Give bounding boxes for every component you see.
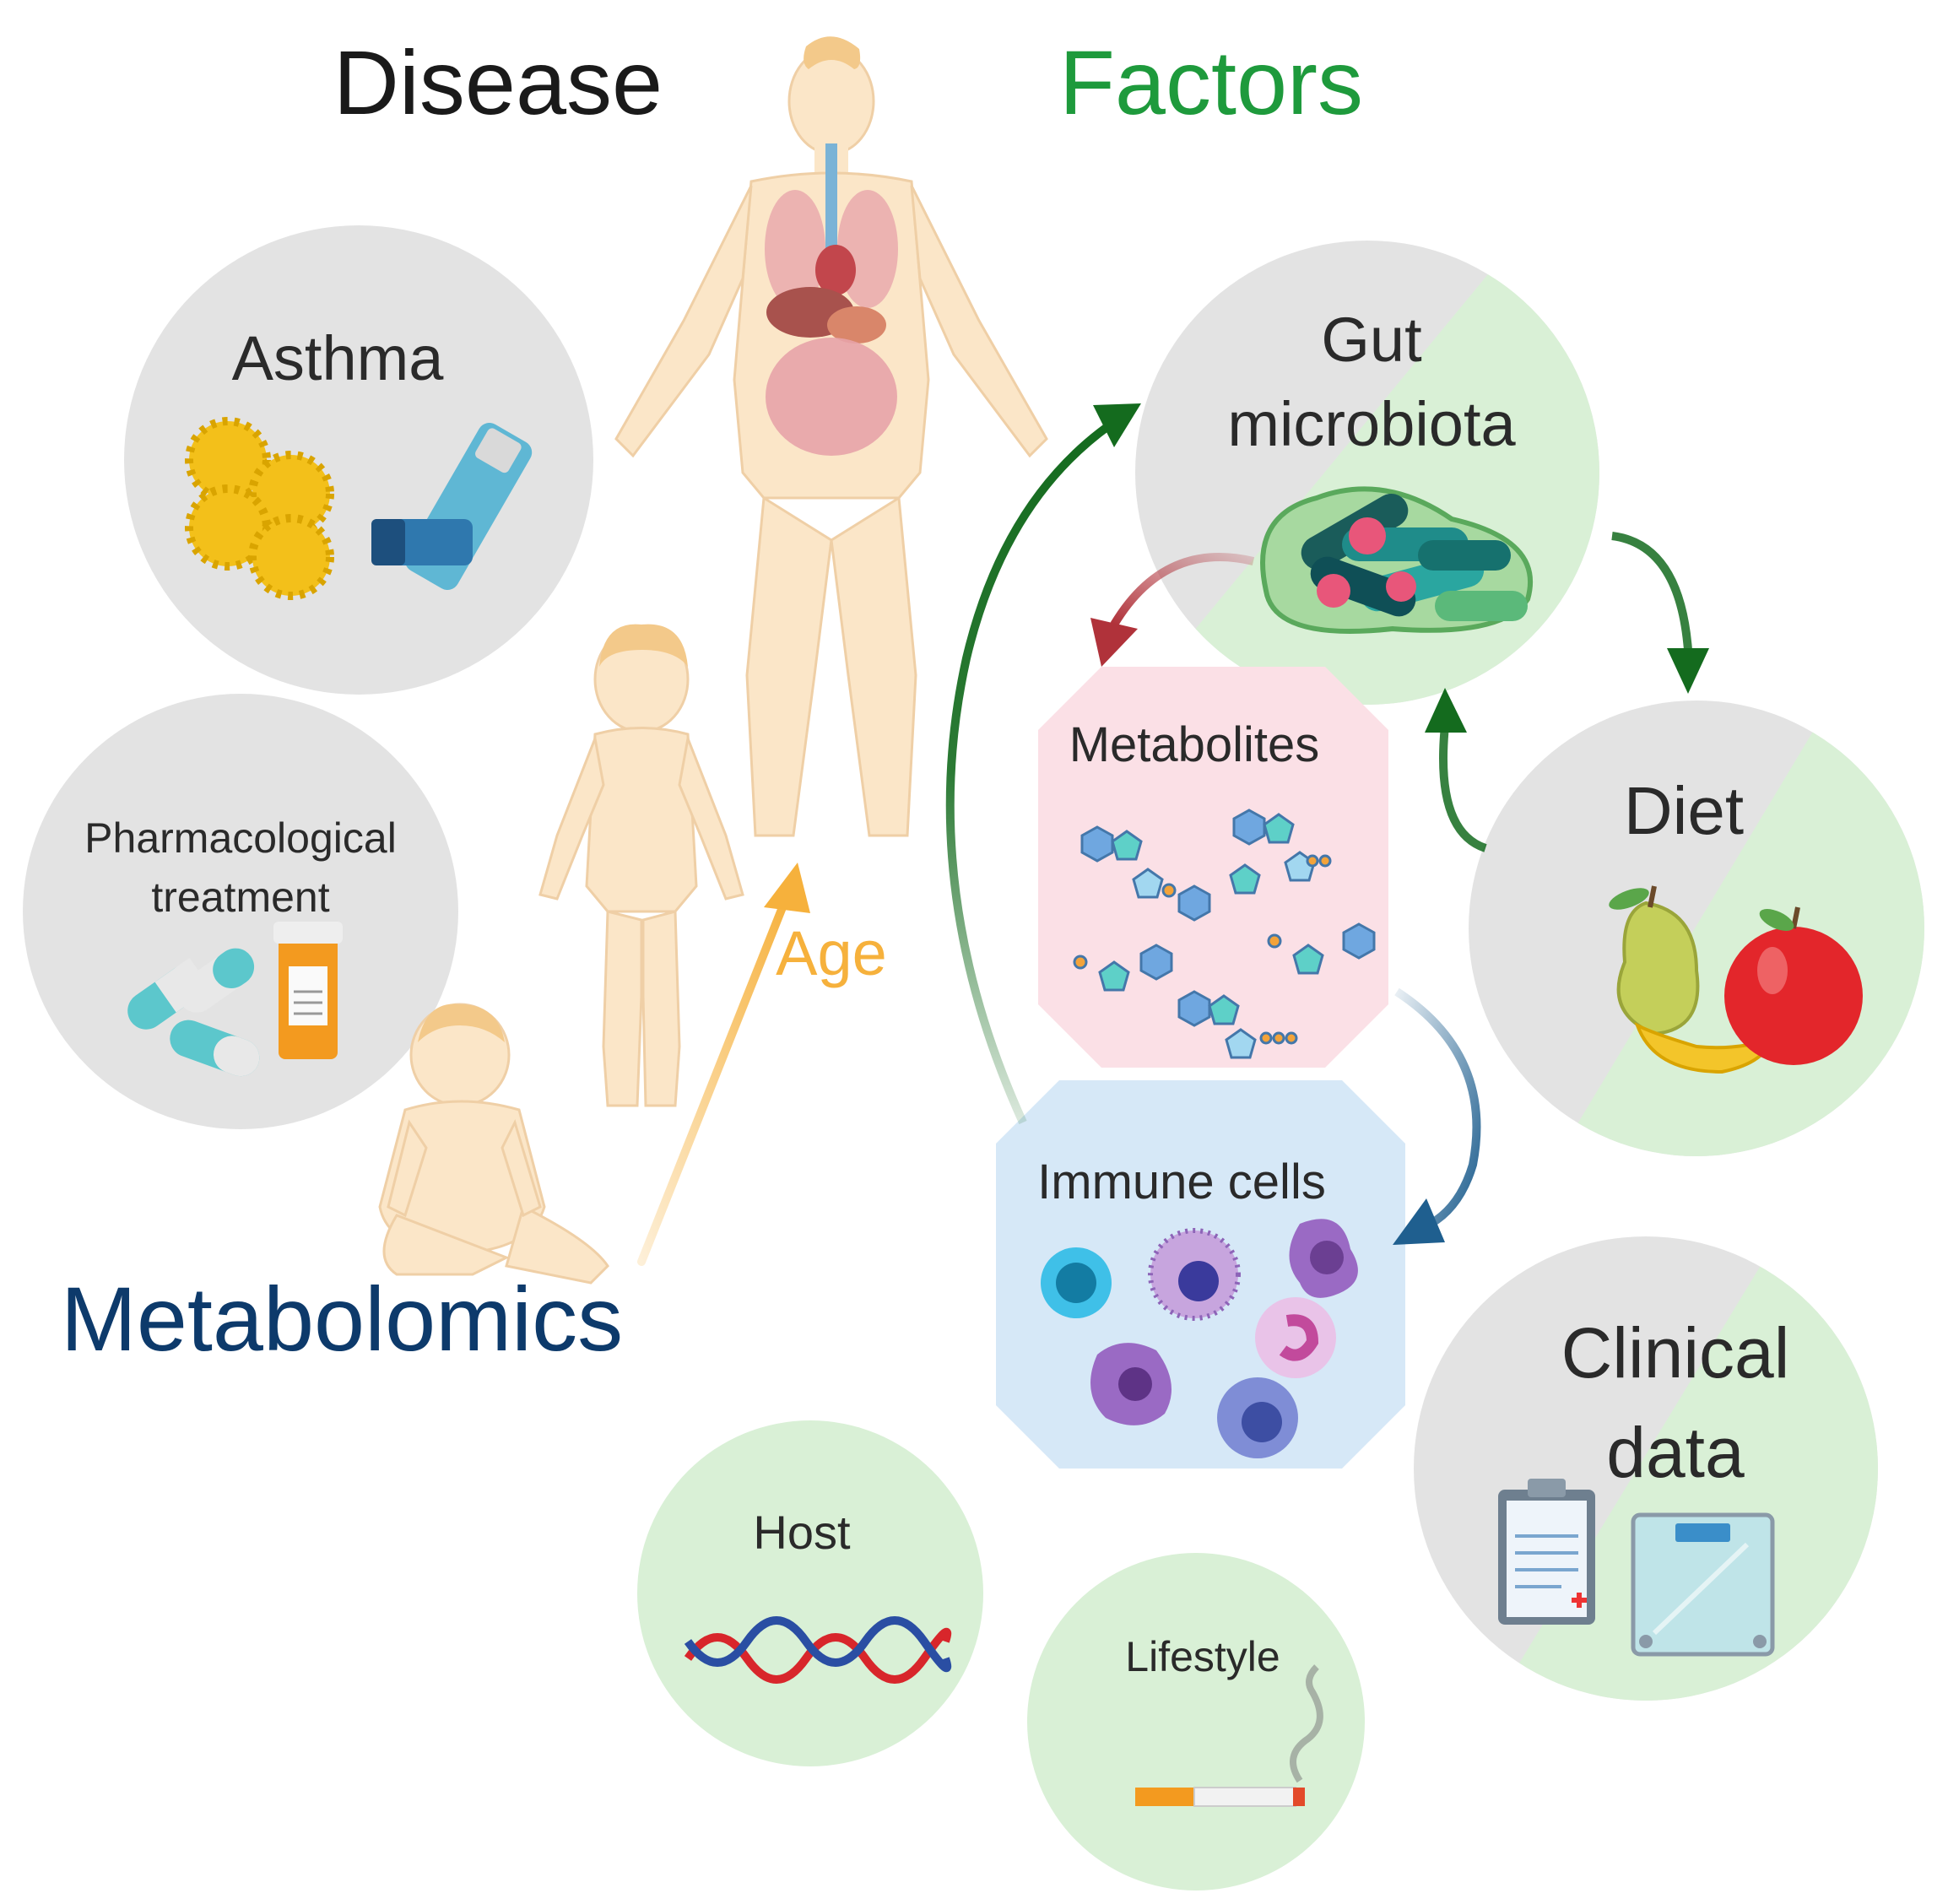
diet-label: Diet — [1624, 773, 1744, 848]
adult-figure — [614, 36, 1048, 837]
clinical-label-line1: Clinical — [1561, 1313, 1790, 1393]
scale-icon — [1631, 1512, 1775, 1657]
host-node: Host — [637, 1420, 983, 1766]
cigarette-icon — [1135, 1664, 1323, 1807]
lifestyle-label: Lifestyle — [1125, 1633, 1280, 1680]
metabolomics-heading: Metabolomics — [61, 1268, 623, 1370]
gut-label-line1: Gut — [1321, 305, 1422, 375]
gut-to-metabolites-arrow — [1090, 553, 1255, 667]
immune-cells-label: Immune cells — [1037, 1155, 1326, 1209]
age-arrow — [637, 863, 810, 1266]
pharmacological-label-line1: Pharmacological — [84, 814, 397, 862]
gut-to-diet-arrow — [1611, 532, 1709, 694]
diet-node: Diet — [1469, 700, 1924, 1156]
immune-cells-node: Immune cells — [996, 1080, 1405, 1469]
pharmacological-label-line2: treatment — [151, 874, 329, 921]
disease-heading: Disease — [333, 31, 663, 133]
gut-microbiota-node: Gut microbiota — [1135, 241, 1599, 705]
asthma-label: Asthma — [232, 323, 445, 393]
inhaler-icon — [371, 423, 533, 590]
immune-to-gut-arrow — [945, 403, 1141, 1125]
bacteria-icon — [1260, 486, 1534, 634]
cells-icon — [1041, 1219, 1358, 1458]
clinical-data-node: Clinical data — [1414, 1236, 1878, 1701]
gut-label-line2: microbiota — [1227, 389, 1516, 459]
dna-icon — [684, 1616, 952, 1684]
factors-heading: Factors — [1059, 31, 1363, 133]
host-label: Host — [753, 1506, 851, 1559]
pollen-icon — [185, 417, 334, 600]
metabolites-to-immune-arrow — [1393, 987, 1481, 1245]
pharmacological-node: Pharmacological treatment — [23, 694, 458, 1129]
fruit-icon — [1609, 885, 1863, 1074]
metabolites-label: Metabolites — [1069, 717, 1320, 772]
age-label: Age — [776, 918, 887, 988]
metabolites-node: Metabolites — [1038, 667, 1388, 1068]
child-figure — [538, 624, 744, 1107]
pill-bottle-icon — [273, 922, 343, 1059]
asthma-node: Asthma — [124, 225, 593, 695]
infant-figure — [378, 1003, 609, 1285]
clinical-label-line2: data — [1606, 1413, 1745, 1492]
diet-to-gut-arrow — [1425, 688, 1487, 852]
lifestyle-node: Lifestyle — [1027, 1553, 1365, 1890]
capsule-icon — [127, 948, 260, 1077]
molecules-icon — [1073, 809, 1376, 1059]
clipboard-icon — [1498, 1479, 1595, 1625]
